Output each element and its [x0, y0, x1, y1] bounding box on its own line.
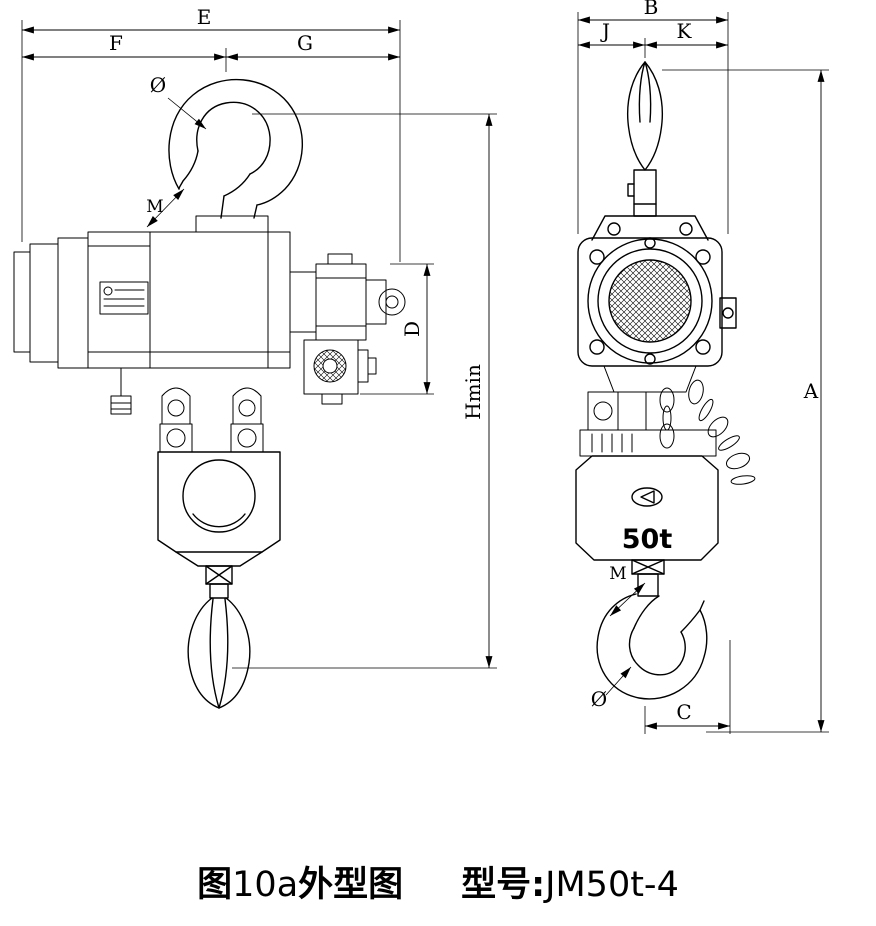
dim-C: C: [644, 640, 731, 734]
dim-label-f: F: [109, 31, 123, 55]
model-value: JM50t-4: [545, 865, 679, 905]
phi-bottom-label: Ø: [591, 687, 607, 711]
dim-label-c: C: [676, 700, 691, 724]
callout-phi-bottom: Ø: [591, 666, 632, 711]
figure-title-text: 外型图: [298, 865, 404, 905]
dim-label-g: G: [297, 31, 313, 55]
dim-F-G: F G: [21, 31, 400, 72]
lower-block-side: [157, 451, 281, 585]
dim-A: A: [662, 69, 829, 733]
dim-label-d: D: [400, 321, 424, 337]
bottom-hook-side: [187, 583, 251, 709]
dim-E: E: [21, 5, 401, 262]
phi-top-label: Ø: [150, 73, 166, 97]
model-label: 型号:: [461, 865, 546, 905]
suspension-bracket-front: [591, 215, 709, 241]
m-top-label: M: [146, 197, 163, 217]
dim-D: D: [360, 263, 434, 395]
hoist-body-side: [13, 215, 406, 415]
brand-logo-oval: [631, 487, 663, 507]
m-bottom-label: M: [609, 564, 626, 584]
dim-label-k: K: [677, 19, 693, 43]
figure-title: 图10a外型图: [197, 866, 403, 905]
dim-label-e: E: [197, 5, 212, 29]
caption: 图10a外型图 型号:JM50t-4: [0, 866, 876, 905]
housing-front: [577, 237, 737, 367]
technical-drawing: E F G Ø M: [13, 0, 829, 734]
callout-M-top: M: [146, 188, 185, 228]
dim-label-a: A: [803, 379, 819, 403]
bottom-hook-front: [596, 559, 708, 700]
dim-label-b: B: [644, 0, 659, 19]
callout-M-bottom: M: [609, 564, 646, 617]
dim-label-j: J: [600, 19, 610, 43]
grille-mesh: [608, 259, 692, 343]
top-hook-front: [626, 61, 664, 217]
figure-number: 10a: [232, 865, 299, 905]
dim-J-K: J K: [578, 19, 728, 58]
dim-Hmin: Hmin: [232, 113, 497, 669]
callout-phi-top: Ø: [150, 73, 207, 130]
chain-falls-side: [159, 387, 264, 453]
right-view: B J K: [575, 0, 829, 734]
dim-B: B: [577, 0, 729, 234]
top-hook-side: [168, 78, 304, 219]
figure-prefix: 图: [197, 865, 233, 905]
capacity-badge: 50t: [622, 524, 673, 555]
left-view: E F G Ø M: [13, 5, 497, 709]
hand-chain-front: [659, 379, 756, 485]
load-block-front: 50t: [575, 455, 719, 561]
nameplate: [99, 281, 149, 315]
body-front: [579, 365, 717, 457]
dim-label-hmin: Hmin: [461, 364, 485, 420]
model-title: 型号:JM50t-4: [461, 866, 679, 905]
